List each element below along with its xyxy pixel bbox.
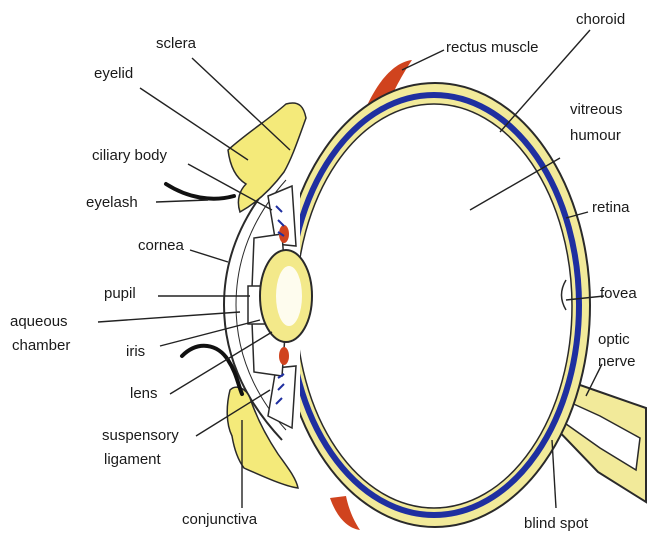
vitreous-chamber [296, 104, 572, 508]
label-cornea: cornea [138, 237, 185, 254]
label-nerve: nerve [598, 353, 636, 370]
label-ligament: ligament [104, 451, 162, 468]
label-humour: humour [570, 127, 621, 144]
label-optic: optic [598, 331, 630, 348]
label-ciliary-body: ciliary body [92, 147, 168, 164]
label-vitreous: vitreous [570, 101, 623, 118]
leader-blind-spot [552, 440, 556, 508]
label-eyelash: eyelash [86, 194, 138, 211]
label-chamber: chamber [12, 337, 70, 354]
label-aqueous: aqueous [10, 313, 68, 330]
iris-red-bottom [279, 347, 289, 365]
leader-sclera [192, 58, 290, 150]
label-retina: retina [592, 199, 630, 216]
rectus-muscle-bottom [330, 496, 360, 530]
label-fovea: fovea [600, 285, 637, 302]
lens-highlight [276, 266, 302, 326]
leader-iris [160, 320, 260, 346]
eyelash-bottom [182, 346, 242, 394]
leader-aqueous [98, 312, 240, 322]
leader-rectus [402, 50, 444, 70]
label-choroid: choroid [576, 11, 625, 28]
label-conjunctiva: conjunctiva [182, 511, 258, 528]
label-pupil: pupil [104, 285, 136, 302]
label-eyelid: eyelid [94, 65, 133, 82]
leader-cornea [190, 250, 228, 262]
label-sclera: sclera [156, 35, 197, 52]
leader-eyelash [156, 200, 208, 202]
label-iris: iris [126, 343, 145, 360]
eyelash-top [166, 184, 234, 199]
label-blind-spot: blind spot [524, 515, 589, 532]
label-suspensory: suspensory [102, 427, 179, 444]
label-lens: lens [130, 385, 158, 402]
label-rectus-muscle: rectus muscle [446, 39, 539, 56]
